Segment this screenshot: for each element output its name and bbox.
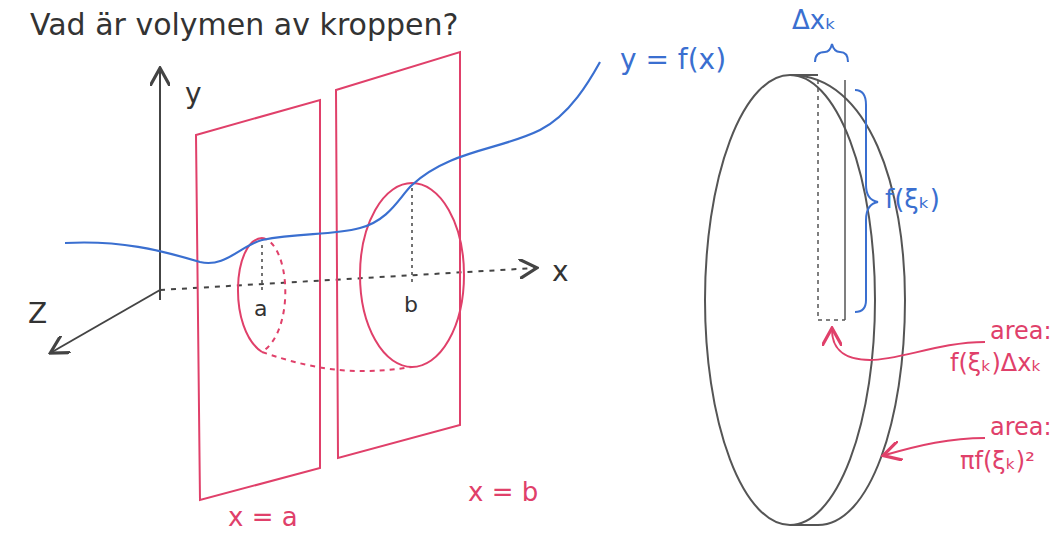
- disk-rim: [790, 524, 818, 526]
- area-formula: πf(ξₖ)²: [960, 448, 1035, 476]
- plane-label: x = a: [228, 503, 298, 533]
- plane-b: [336, 52, 460, 458]
- width-label: Δxₖ: [792, 6, 836, 36]
- section-a-hidden: [262, 238, 285, 352]
- disk-back: [790, 75, 905, 525]
- area-label: area:: [990, 414, 1052, 442]
- y-axis: [159, 70, 161, 300]
- slice-edge: [844, 80, 846, 320]
- axis-label: y: [185, 78, 202, 110]
- area-formula: f(ξₖ)Δxₖ: [950, 350, 1042, 378]
- z-axis: [52, 290, 160, 352]
- height-a: [261, 240, 263, 290]
- function-curve: [65, 62, 600, 263]
- x-axis: [160, 268, 535, 290]
- height-brace: [855, 90, 878, 312]
- slice-edge: [818, 319, 845, 321]
- section-a: [238, 238, 262, 352]
- plane-a: [196, 100, 320, 500]
- body-edge: [262, 352, 412, 371]
- height-label: f(ξₖ): [885, 185, 940, 215]
- curve-label: y = f(x): [620, 44, 726, 76]
- axis-label: Z: [28, 298, 47, 330]
- axis-label: x: [552, 256, 569, 288]
- point-label: a: [254, 296, 267, 321]
- title: Vad är volymen av kroppen?: [30, 8, 458, 43]
- disk-rim: [790, 74, 818, 76]
- point-label: b: [404, 292, 418, 317]
- plane-label: x = b: [468, 478, 538, 508]
- section-b: [360, 183, 464, 367]
- slice-edge: [817, 80, 819, 320]
- area-label: area:: [990, 318, 1052, 346]
- width-brace: [815, 44, 848, 62]
- disk-front: [705, 75, 875, 525]
- height-b: [411, 185, 413, 282]
